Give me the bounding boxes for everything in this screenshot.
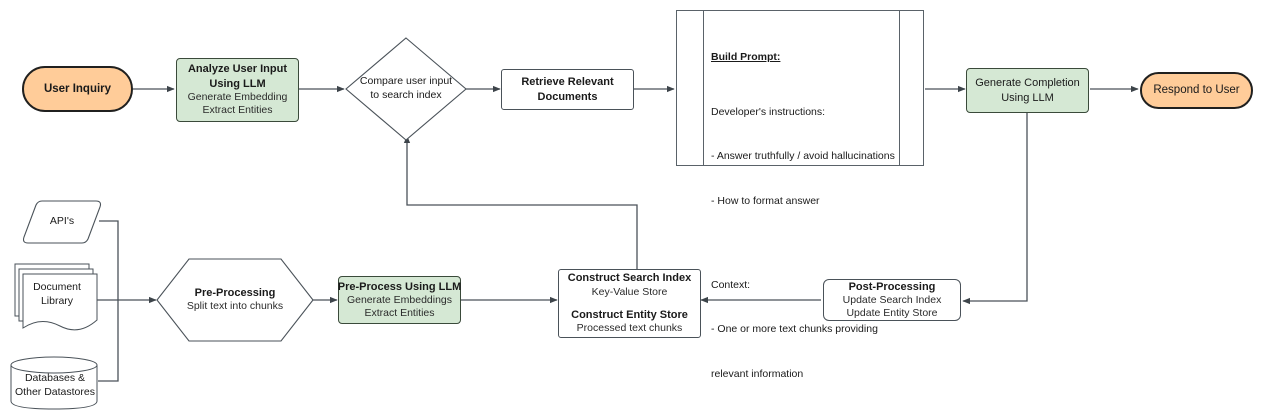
edge-generate-to-postprocessing bbox=[962, 113, 1028, 305]
analyze-title-line2: Using LLM bbox=[209, 77, 266, 90]
retrieve-line2: Documents bbox=[537, 90, 598, 103]
doclib-line1: Document bbox=[33, 281, 81, 294]
build-prompt-body: Build Prompt: Developer's instructions: … bbox=[711, 20, 895, 412]
node-compare-decision-shape[interactable] bbox=[345, 37, 467, 141]
edge-databases-leg bbox=[98, 300, 119, 382]
compare-line2: to search index bbox=[370, 89, 442, 101]
preprocess-llm-detail-1: Generate Embeddings bbox=[346, 293, 453, 306]
build-prompt-section2-item-0: - One or more text chunks providing bbox=[711, 323, 878, 336]
edge-index-to-compare bbox=[403, 135, 638, 270]
compare-line1: Compare user input bbox=[359, 75, 453, 88]
build-prompt-section1-item-0: - Answer truthfully / avoid hallucinatio… bbox=[711, 150, 895, 163]
build-prompt-heading: Build Prompt: bbox=[711, 50, 781, 63]
construct-index-title: Construct Search Index bbox=[567, 272, 692, 285]
node-retrieve-documents[interactable]: Retrieve Relevant Documents bbox=[501, 69, 634, 110]
generate-line2: Using LLM bbox=[1001, 91, 1054, 104]
node-analyze-user-input[interactable]: Analyze User Input Using LLM Generate Em… bbox=[176, 58, 299, 122]
databases-line2: Other Datastores bbox=[15, 386, 95, 398]
doclib-line2: Library bbox=[40, 295, 74, 307]
postprocessing-detail-1: Update Search Index bbox=[842, 293, 942, 306]
analyze-detail-line2: Extract Entities bbox=[202, 104, 273, 117]
node-build-prompt[interactable]: Build Prompt: Developer's instructions: … bbox=[676, 10, 924, 380]
construct-index-detail: Key-Value Store bbox=[591, 285, 668, 298]
construct-entity-title: Construct Entity Store bbox=[571, 309, 688, 321]
node-post-processing[interactable]: Post-Processing Update Search Index Upda… bbox=[823, 279, 961, 321]
prompt-rail-right bbox=[899, 11, 900, 165]
analyze-title-line1: Analyze User Input bbox=[187, 63, 288, 76]
generate-line1: Generate Completion bbox=[975, 77, 1080, 90]
preprocessing-title: Pre-Processing bbox=[194, 287, 276, 300]
node-apis-shape[interactable] bbox=[22, 199, 102, 245]
databases-line1: Databases & bbox=[24, 372, 86, 385]
build-prompt-section2-item-1: relevant information bbox=[711, 367, 804, 380]
node-apis[interactable]: API's bbox=[22, 199, 102, 245]
node-construct-index[interactable]: Construct Search Index Key-Value Store C… bbox=[558, 269, 701, 338]
preprocess-llm-detail-2: Extract Entities bbox=[364, 307, 435, 320]
node-user-inquiry[interactable]: User Inquiry bbox=[22, 66, 133, 112]
respond-label: Respond to User bbox=[1153, 84, 1240, 97]
preprocess-llm-title: Pre-Process Using LLM bbox=[337, 280, 462, 293]
node-databases[interactable]: Databases & Other Datastores bbox=[9, 365, 101, 407]
node-generate-completion[interactable]: Generate Completion Using LLM bbox=[966, 68, 1089, 113]
build-prompt-section1-title: Developer's instructions: bbox=[711, 105, 826, 118]
node-respond-to-user[interactable]: Respond to User bbox=[1140, 72, 1253, 109]
build-prompt-section1-item-1: - How to format answer bbox=[711, 194, 820, 207]
postprocessing-detail-2: Update Entity Store bbox=[846, 307, 938, 320]
user-inquiry-label: User Inquiry bbox=[43, 82, 112, 95]
postprocessing-title: Post-Processing bbox=[848, 280, 936, 293]
apis-label: API's bbox=[49, 215, 75, 228]
node-databases-shape[interactable] bbox=[9, 355, 101, 411]
node-compare-decision[interactable]: Compare user input to search index bbox=[345, 37, 467, 141]
preprocessing-detail: Split text into chunks bbox=[186, 300, 284, 313]
retrieve-line1: Retrieve Relevant bbox=[521, 76, 614, 89]
build-prompt-section2-title: Context: bbox=[711, 278, 751, 291]
prompt-rail-left bbox=[703, 11, 704, 165]
construct-entity-detail: Processed text chunks bbox=[576, 322, 683, 335]
node-document-library-shape[interactable] bbox=[9, 258, 99, 340]
node-pre-processing[interactable]: Pre-Processing Split text into chunks bbox=[156, 258, 314, 342]
node-pre-processing-shape[interactable] bbox=[156, 258, 314, 342]
build-prompt-spacer bbox=[711, 239, 895, 248]
node-document-library[interactable]: Document Library bbox=[13, 272, 101, 318]
analyze-detail-line1: Generate Embedding bbox=[187, 90, 288, 103]
node-pre-process-llm[interactable]: Pre-Process Using LLM Generate Embedding… bbox=[338, 276, 461, 324]
